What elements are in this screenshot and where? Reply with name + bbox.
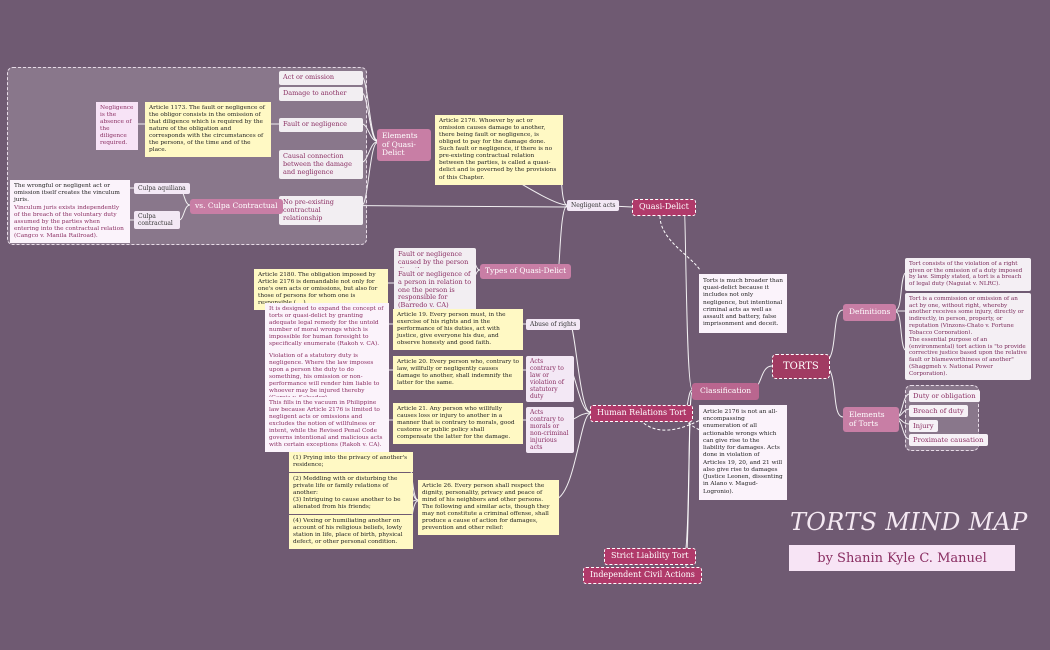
map-author: by Shanin Kyle C. Manuel [789,545,1015,571]
link-definitions-item3 [895,311,906,351]
element-duty: Duty or obligation [909,390,980,402]
strict-liability-tort-node[interactable]: Strict Liability Tort [604,548,696,565]
acts-contrary-to-morals-node[interactable]: Acts contrary to morals or non-criminal … [526,407,574,453]
link-hr-2176-note-b [639,419,701,431]
definitions-node[interactable]: Definitions [843,304,897,321]
article-2176: Article 2176. Whoever by act or omission… [435,115,563,185]
quasi-delict-node[interactable]: Quasi-Delict [632,199,696,216]
article-21: Article 21. Any person who willfully cau… [393,403,523,445]
classification-node[interactable]: Classification [692,383,760,400]
article-26-item-1: (1) Prying into the privacy of another's… [289,452,413,473]
culpa-contractual-node[interactable]: Culpa contractual [134,211,180,229]
human-relations-tort-node[interactable]: Human Relations Tort [590,405,694,422]
element-breach: Breach of duty [909,405,968,417]
link-elements-item3 [361,123,378,142]
article-26: Article 26. Every person shall respect t… [418,480,559,536]
abuse-of-rights-node[interactable]: Abuse of rights [526,319,581,330]
article-26-item-4: (4) Vexing or humiliating another on acc… [289,515,413,550]
torts-broader-note: Torts is much broader than quasi-delict … [699,274,787,333]
culpa-contractual-note: Vinculum juris exists independently of t… [10,202,130,244]
acts-contrary-to-law-node[interactable]: Acts contrary to law or violation of sta… [526,356,574,402]
link-negligent-types [557,205,568,271]
map-title: TORTS MIND MAP [790,508,1028,536]
qd-element-no-contract: No pre-existing contractual relationship [279,196,363,226]
link-vsculpa-contractual [178,204,191,221]
article-2176-note: Article 2176 is not an all-encompassing … [699,405,787,500]
link-hr-art26 [552,413,591,501]
negligent-acts-node[interactable]: Negligent acts [567,200,620,211]
definition-1: Tort consists of the violation of a righ… [905,258,1031,291]
types-of-quasi-delict-node[interactable]: Types of Quasi-Delict [480,264,572,279]
article-21-note: This fills in the vacuum in Philippine l… [265,397,389,453]
article-20-note: Violation of a statutory duty is neglige… [265,350,389,406]
link-classification-quasi [683,206,693,390]
link-definitions-items [895,272,906,311]
link-elements-item1 [361,76,378,141]
culpa-aquiliana-node[interactable]: Culpa aquiliana [134,183,190,194]
article-19: Article 19. Every person must, in the ex… [393,309,523,351]
article-1173: Article 1173. The fault or negligence of… [145,102,271,158]
qd-element-fault: Fault or negligence [279,118,363,132]
link-elements-item2 [361,92,378,142]
elements-of-quasi-delict-node[interactable]: Elements of Quasi-Delict [377,129,431,161]
vs-culpa-contractual-node[interactable]: vs. Culpa Contractual [190,199,283,214]
element-injury: Injury [909,420,938,432]
link-quasi-broader-note [659,215,701,271]
qd-element-causal: Causal connection between the damage and… [279,150,363,180]
link-elements-item5 [361,142,378,206]
qd-element-act: Act or omission [279,71,363,85]
definition-3: The essential purpose of an (environment… [905,334,1031,381]
article-20: Article 20. Every person who, contrary t… [393,356,523,391]
type-vicarious: Fault or negligence of a person in relat… [394,268,476,313]
independent-civil-actions-node[interactable]: Independent Civil Actions [583,567,702,584]
element-proximate-causation: Proximate causation [909,434,988,446]
article-26-item-3: (3) Intriguing to cause another to be al… [289,494,413,515]
qd-element-damage: Damage to another [279,87,363,101]
central-node-torts[interactable]: TORTS [772,354,830,379]
link-elements-item4 [361,141,378,163]
definition-2: Tort is a commission or omission of an a… [905,293,1031,340]
article-19-note: It is designed to expand the concept of … [265,303,389,352]
elements-of-torts-node[interactable]: Elements of Torts [843,407,899,433]
negligence-note: Negligence is the absence of the diligen… [96,102,138,151]
